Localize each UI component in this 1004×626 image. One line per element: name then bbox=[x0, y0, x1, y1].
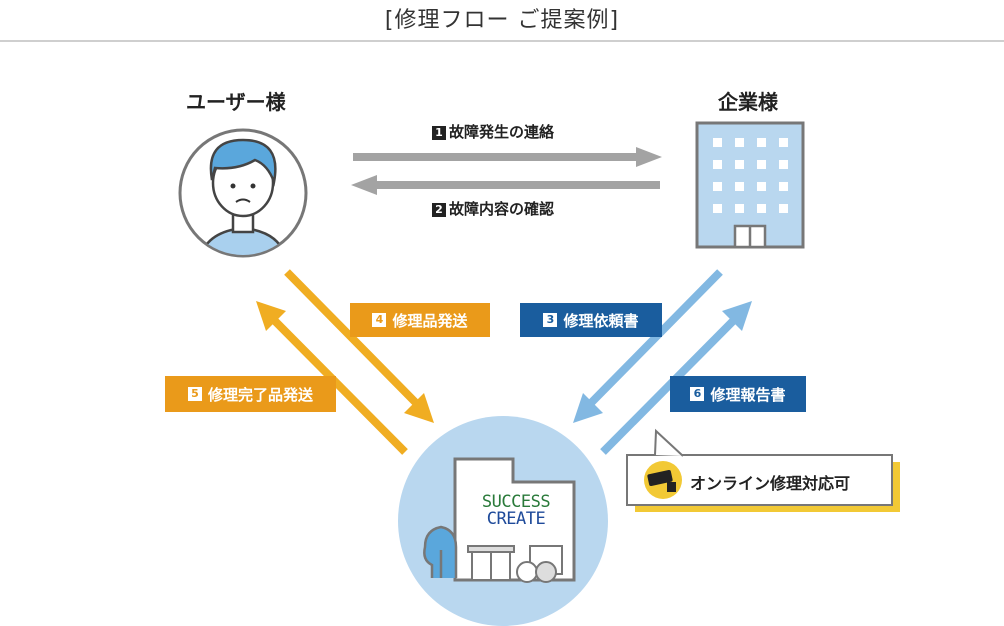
step-number: 6 bbox=[690, 387, 705, 401]
arrow-step-4 bbox=[284, 269, 434, 423]
step-text: 修理依頼書 bbox=[563, 311, 639, 330]
company-building-icon bbox=[695, 121, 805, 249]
step-number: 2 bbox=[432, 203, 446, 217]
step-text: 修理報告書 bbox=[710, 385, 786, 404]
step-4-tag: 4 修理品発送 bbox=[350, 303, 490, 337]
callout-text: オンライン修理対応可 bbox=[690, 474, 851, 493]
arrow-step-5 bbox=[256, 301, 408, 455]
arrow-step-6 bbox=[600, 301, 752, 455]
step-number: 1 bbox=[432, 126, 446, 140]
service-center-icon bbox=[398, 416, 608, 626]
step-text: 修理完了品発送 bbox=[207, 385, 313, 404]
store-sign: SUCCESS CREATE bbox=[462, 494, 570, 528]
camera-icon bbox=[644, 461, 682, 499]
store-sign-line1: SUCCESS bbox=[481, 492, 551, 512]
page-title: [修理フロー ご提案例] bbox=[384, 8, 620, 33]
store-sign-line2: CREATE bbox=[486, 509, 546, 529]
arrow-step-3 bbox=[573, 269, 723, 423]
company-label: 企業様 bbox=[718, 90, 778, 114]
user-label: ユーザー様 bbox=[186, 90, 286, 114]
step-text: 故障発生の連絡 bbox=[449, 123, 555, 141]
step-text: 修理品発送 bbox=[392, 311, 468, 330]
user-avatar-icon bbox=[178, 128, 308, 258]
step-number: 5 bbox=[187, 387, 202, 401]
step-text: 故障内容の確認 bbox=[449, 200, 555, 218]
step-5-tag: 5 修理完了品発送 bbox=[165, 376, 336, 412]
divider bbox=[0, 40, 1004, 42]
step-number: 4 bbox=[372, 313, 387, 327]
arrow-step-2 bbox=[351, 175, 660, 195]
step-6-tag: 6 修理報告書 bbox=[670, 376, 806, 412]
online-repair-callout bbox=[626, 428, 900, 512]
step-3-tag: 3 修理依頼書 bbox=[520, 303, 662, 337]
step-number: 3 bbox=[543, 313, 558, 327]
arrow-step-1 bbox=[353, 147, 662, 167]
